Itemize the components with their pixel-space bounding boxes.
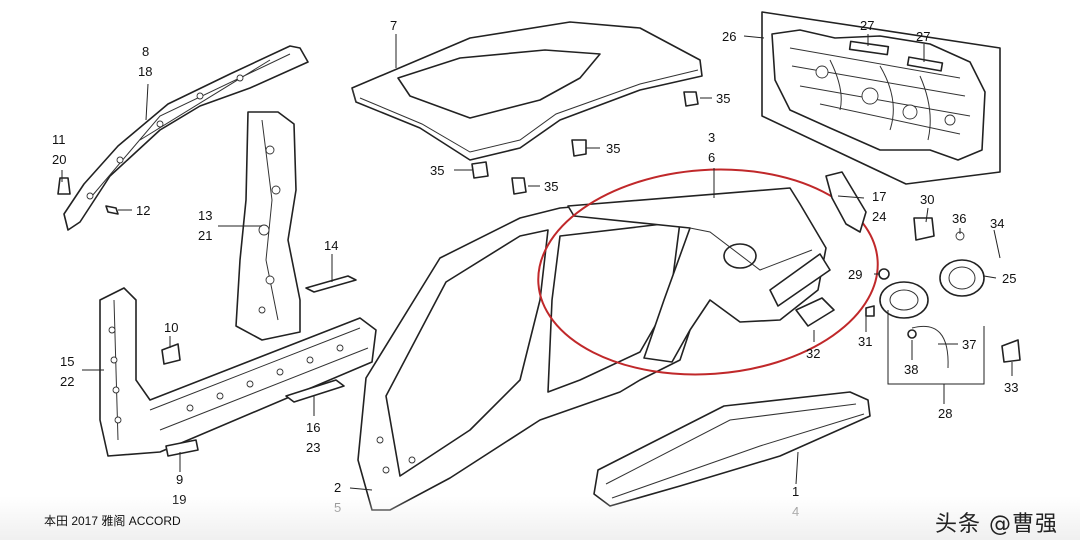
rear-panel-assembly bbox=[761, 11, 1001, 185]
callout-2: 2 bbox=[334, 480, 341, 495]
roof-rail-part bbox=[63, 45, 309, 231]
callout-35-c: 35 bbox=[430, 163, 444, 178]
callout-10: 10 bbox=[164, 320, 178, 335]
callout-25: 25 bbox=[1002, 271, 1016, 286]
bolt-35-d bbox=[511, 177, 527, 195]
callout-labels: 7 8 18 11 20 12 13 21 14 10 15 22 16 23 … bbox=[52, 18, 1018, 519]
callout-18: 18 bbox=[138, 64, 152, 79]
callout-32: 32 bbox=[806, 346, 820, 361]
plate-part bbox=[285, 379, 345, 403]
callout-9: 9 bbox=[176, 472, 183, 487]
callout-3: 3 bbox=[708, 130, 715, 145]
strip-part bbox=[305, 275, 357, 293]
callout-35-a: 35 bbox=[716, 91, 730, 106]
leader-lines bbox=[61, 34, 1013, 491]
callout-15: 15 bbox=[60, 354, 74, 369]
callout-37: 37 bbox=[962, 337, 976, 352]
callout-12: 12 bbox=[136, 203, 150, 218]
highlight-circle bbox=[537, 168, 879, 376]
bolt-35-c bbox=[471, 161, 489, 179]
callout-14: 14 bbox=[324, 238, 338, 253]
callout-7: 7 bbox=[390, 18, 397, 33]
bolt-part bbox=[105, 205, 119, 215]
side-sill bbox=[593, 391, 871, 507]
callout-27-a: 27 bbox=[860, 18, 874, 33]
callout-1: 1 bbox=[792, 484, 799, 499]
fuel-door-group bbox=[865, 217, 1021, 369]
callout-28: 28 bbox=[938, 406, 952, 421]
callout-13: 13 bbox=[198, 208, 212, 223]
callout-16: 16 bbox=[306, 420, 320, 435]
callout-11: 11 bbox=[52, 132, 66, 147]
front-pillar-inner bbox=[99, 287, 377, 457]
callout-31: 31 bbox=[858, 334, 872, 349]
callout-26: 26 bbox=[722, 29, 736, 44]
callout-22: 22 bbox=[60, 374, 74, 389]
callout-23: 23 bbox=[306, 440, 320, 455]
bolt-35-b bbox=[571, 139, 587, 157]
clip-part bbox=[57, 177, 71, 195]
callout-33: 33 bbox=[1004, 380, 1018, 395]
quarter-panel bbox=[567, 187, 831, 363]
outer-side-panel bbox=[357, 195, 711, 511]
small-plate-part bbox=[165, 439, 199, 457]
callout-38: 38 bbox=[904, 362, 918, 377]
bolt-35-a bbox=[683, 91, 699, 107]
callout-6: 6 bbox=[708, 150, 715, 165]
bracket-part bbox=[825, 171, 867, 233]
callout-34: 34 bbox=[990, 216, 1004, 231]
callout-8: 8 bbox=[142, 44, 149, 59]
callout-36: 36 bbox=[952, 211, 966, 226]
callout-35-b: 35 bbox=[606, 141, 620, 156]
callout-35-d: 35 bbox=[544, 179, 558, 194]
b-pillar-part bbox=[235, 111, 301, 341]
callout-30: 30 bbox=[920, 192, 934, 207]
callout-27-b: 27 bbox=[916, 29, 930, 44]
roof-panel bbox=[351, 21, 703, 161]
callout-20: 20 bbox=[52, 152, 66, 167]
watermark-text: 头条 @曹强 bbox=[935, 512, 1058, 537]
caption-bar bbox=[0, 496, 1080, 540]
callout-29: 29 bbox=[848, 267, 862, 282]
callout-24: 24 bbox=[872, 209, 886, 224]
caption-text: 本田 2017 雅阁 ACCORD bbox=[44, 514, 181, 528]
callout-17: 17 bbox=[872, 189, 886, 204]
callout-21: 21 bbox=[198, 228, 212, 243]
small-bracket-part bbox=[161, 343, 181, 365]
fuel-box-part bbox=[795, 297, 835, 327]
